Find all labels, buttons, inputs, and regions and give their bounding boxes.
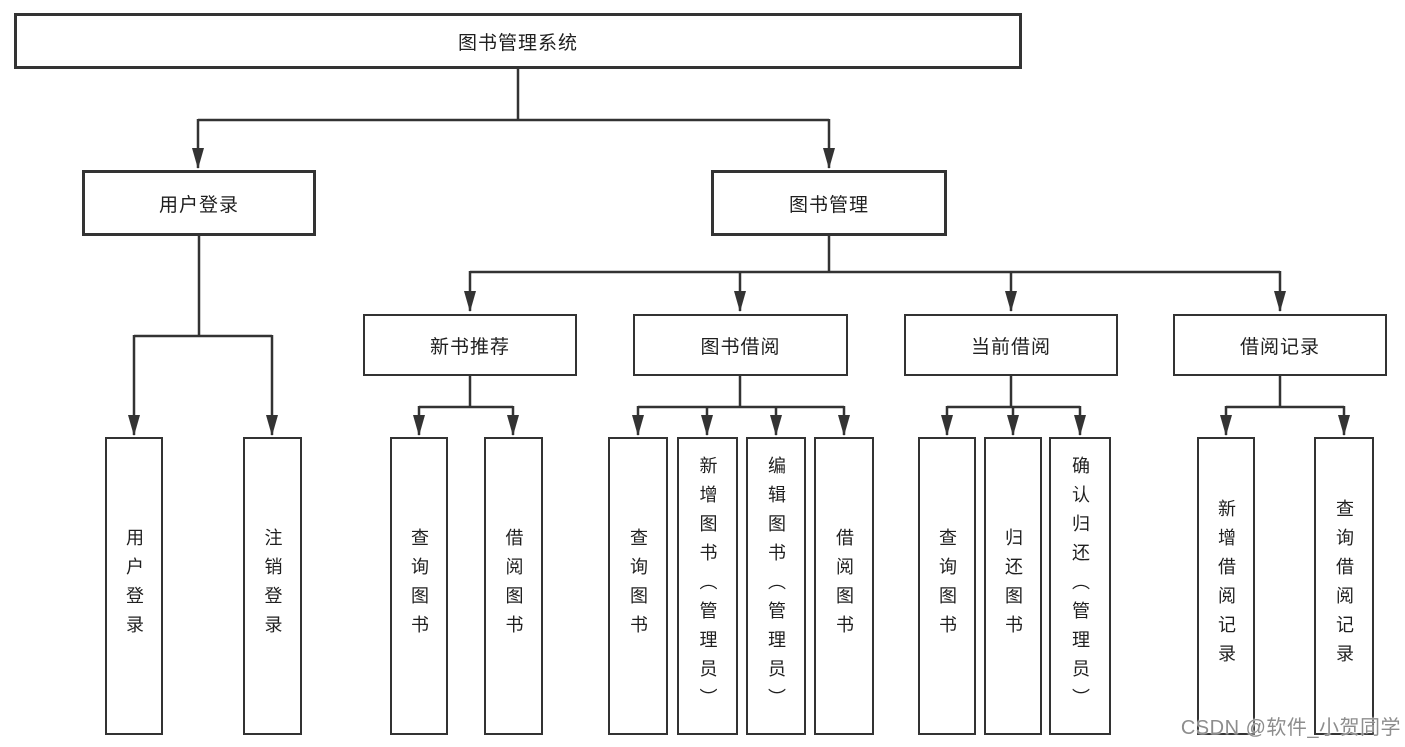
node-leaf-add-books-admin: 新增图书（管理员） (677, 437, 738, 735)
node-leaf-return-books: 归还图书 (984, 437, 1042, 735)
node-leaf-user-login: 用户登录 (105, 437, 163, 735)
node-leaf-confirm-return-admin: 确认归还（管理员） (1049, 437, 1111, 735)
node-leaf-query-books-3: 查询图书 (918, 437, 976, 735)
node-leaf-add-borrow-record: 新增借阅记录 (1197, 437, 1255, 735)
leaf-label: 查询图书 (409, 528, 429, 644)
leaf-label: 借阅图书 (503, 528, 524, 644)
leaf-label: 归还图书 (1003, 528, 1023, 644)
leaf-label: 新增图书（管理员） (697, 455, 718, 717)
leaf-label: 确认归还（管理员） (1070, 455, 1090, 717)
csdn-watermark: CSDN @软件_小贺同学 (1180, 717, 1401, 739)
leaf-label: 注销登录 (262, 528, 283, 644)
node-book-borrow: 图书借阅 (633, 314, 848, 376)
leaf-label: 查询借阅记录 (1334, 499, 1354, 673)
node-book-management: 图书管理 (711, 170, 947, 236)
node-user-login: 用户登录 (82, 170, 316, 236)
node-leaf-query-borrow-record: 查询借阅记录 (1314, 437, 1374, 735)
leaf-label: 借阅图书 (834, 528, 854, 644)
leaf-label: 查询图书 (628, 528, 648, 644)
node-current-borrow: 当前借阅 (904, 314, 1118, 376)
node-borrow-records: 借阅记录 (1173, 314, 1387, 376)
node-leaf-edit-books-admin: 编辑图书（管理员） (746, 437, 806, 735)
node-leaf-query-books-1: 查询图书 (390, 437, 448, 735)
node-new-book-recommend: 新书推荐 (363, 314, 577, 376)
leaf-label: 查询图书 (937, 528, 957, 644)
node-leaf-query-books-2: 查询图书 (608, 437, 668, 735)
leaf-label: 新增借阅记录 (1216, 499, 1236, 673)
node-leaf-logout: 注销登录 (243, 437, 302, 735)
leaf-label: 用户登录 (124, 528, 144, 644)
node-leaf-borrow-books-1: 借阅图书 (484, 437, 543, 735)
leaf-label: 编辑图书（管理员） (766, 455, 786, 717)
node-root: 图书管理系统 (14, 13, 1022, 69)
node-leaf-borrow-books-2: 借阅图书 (814, 437, 874, 735)
